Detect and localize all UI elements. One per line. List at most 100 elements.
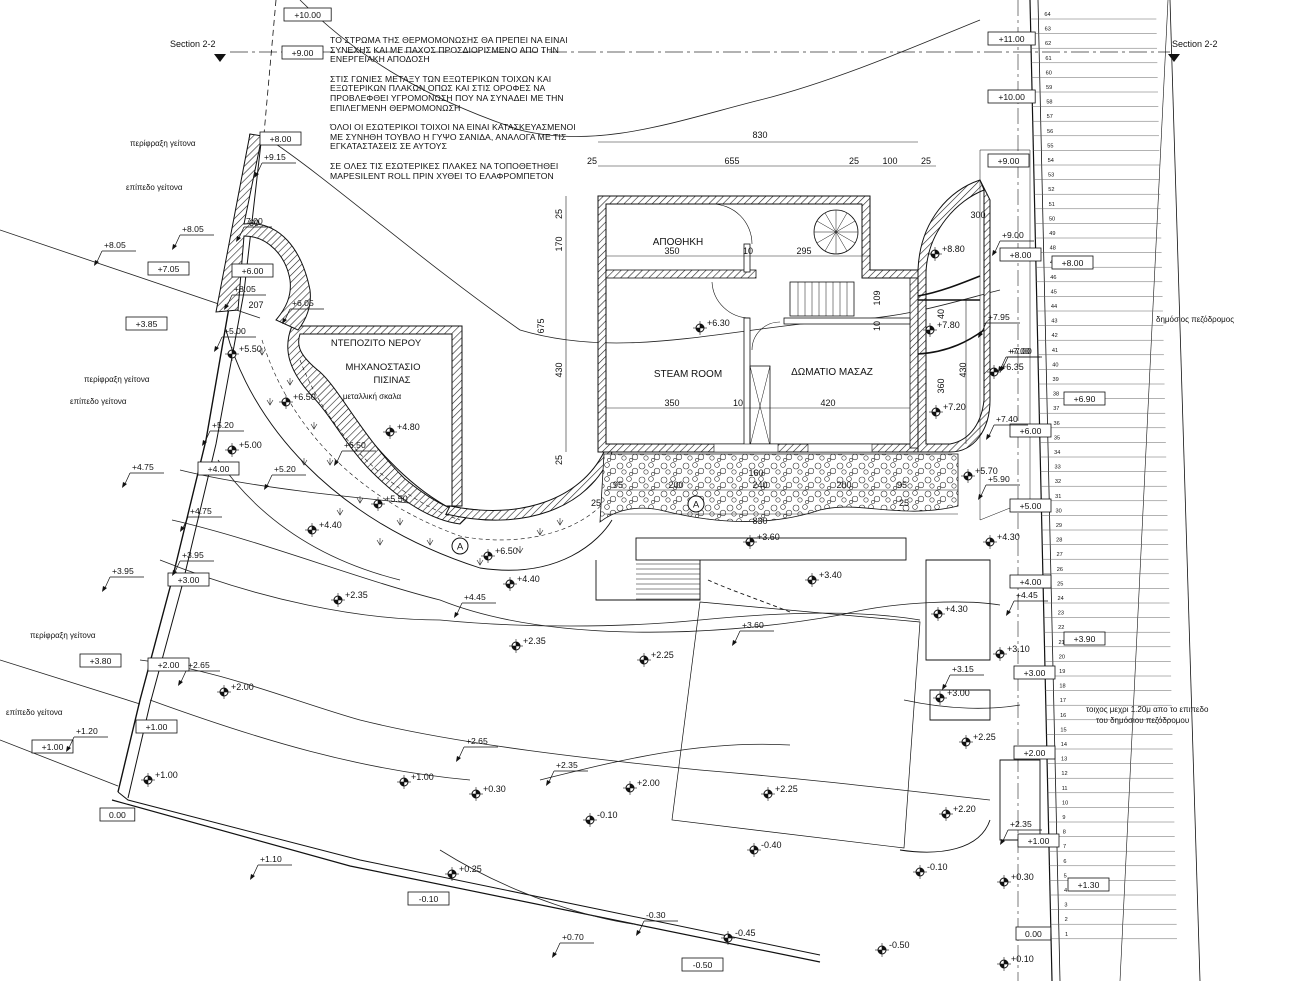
stair-number: 36 — [1054, 421, 1060, 427]
level-box — [1067, 877, 1110, 892]
dimension-d430: 430 — [554, 362, 564, 377]
dimension-d295: 295 — [796, 246, 811, 256]
spot-level-label: +8.80 — [942, 244, 965, 254]
contour-level-marker: +4.45 — [1006, 590, 1048, 616]
contour-level-marker: +2.65 — [456, 736, 498, 762]
contour-level-marker: +5.20 — [202, 420, 244, 446]
contour-level-marker: +2.35 — [546, 760, 588, 786]
contour-level-label: +8.05 — [234, 284, 256, 294]
section-label-left: Section 2-2 — [170, 39, 216, 49]
contour-level-marker: +4.45 — [454, 592, 496, 618]
stair-number: 8 — [1063, 830, 1066, 836]
spot-level-label: +4.30 — [997, 532, 1020, 542]
level-box-label: +6.90 — [1074, 394, 1096, 404]
level-box-label: +2.00 — [1024, 748, 1046, 758]
stair-number: 13 — [1061, 757, 1067, 763]
spot-level-label: +2.25 — [775, 784, 798, 794]
level-box-label: +6.00 — [1020, 426, 1042, 436]
spot-level-marker: +5.70 — [961, 466, 998, 483]
spot-level-marker: +7.80 — [923, 320, 960, 337]
level-box-label: -0.10 — [419, 894, 439, 904]
stair-number: 45 — [1051, 289, 1057, 295]
dimension-d25a: 25 — [587, 156, 597, 166]
section-marker-label: A — [457, 542, 464, 553]
level-box-label: +4.00 — [1020, 577, 1042, 587]
stair-number: 41 — [1052, 348, 1058, 354]
contour-level-label: +6.05 — [292, 298, 314, 308]
spot-level-label: +5.50 — [239, 344, 262, 354]
plant-symbol — [396, 518, 404, 526]
spot-level-label: +4.80 — [397, 422, 420, 432]
spot-level-label: +3.00 — [947, 688, 970, 698]
stair-number: 9 — [1062, 815, 1065, 821]
stair-number: 19 — [1059, 669, 1065, 675]
dimension-d200b: 200 — [836, 480, 851, 490]
contour-level-label: +4.45 — [1016, 590, 1038, 600]
level-box — [987, 89, 1036, 104]
section-marker: A — [451, 537, 469, 555]
plant-symbol — [326, 458, 334, 466]
stair-number: 24 — [1057, 596, 1063, 602]
level-box — [1013, 665, 1056, 680]
spiral-tread — [835, 220, 856, 233]
pool-machine-room — [287, 325, 613, 525]
spot-level-marker: +2.00 — [217, 682, 254, 699]
level-box-label: +1.00 — [42, 742, 64, 752]
plant-symbol — [516, 546, 524, 554]
contour-level-marker: +3.15 — [942, 664, 984, 690]
contour-level-label: +6.50 — [344, 440, 366, 450]
contour-level-marker: +6.05 — [282, 298, 324, 324]
contour-level-label: +2.65 — [466, 736, 488, 746]
level-box — [231, 263, 274, 278]
stair-number: 56 — [1047, 129, 1053, 135]
stair-number: 63 — [1045, 27, 1051, 33]
contour-level-label: 7.00 — [246, 216, 263, 226]
contour-level-label: +7.00 — [1010, 346, 1032, 356]
plant-symbol — [310, 422, 318, 430]
stair-number: 28 — [1056, 538, 1062, 544]
spot-level-label: +3.60 — [757, 532, 780, 542]
dimension-d200a: 200 — [668, 480, 683, 490]
level-box — [1013, 745, 1056, 760]
stair-number: 42 — [1052, 333, 1058, 339]
contour-level-marker: +5.20 — [264, 464, 306, 490]
contour-level-label: +1.20 — [76, 726, 98, 736]
contour-level-label: +2.35 — [556, 760, 578, 770]
stair-number: 57 — [1047, 114, 1053, 120]
dimension-d25d: 25 — [591, 498, 601, 508]
dimension-d830: 830 — [752, 130, 767, 140]
stair-number: 55 — [1047, 143, 1053, 149]
level-box — [1009, 423, 1052, 438]
contour-level-label: -0.30 — [646, 910, 666, 920]
level-box — [167, 572, 210, 587]
dimension-d109: 109 — [872, 290, 882, 305]
plant-symbol — [376, 538, 384, 546]
stair-number: 62 — [1045, 41, 1051, 47]
spot-level-marker: -0.10 — [913, 862, 948, 879]
dimension-d40: 40 — [936, 309, 946, 319]
spot-level-marker: +2.25 — [761, 784, 798, 801]
stair-number: 61 — [1045, 56, 1051, 62]
plant-symbol — [356, 496, 364, 504]
stair-number: 29 — [1056, 523, 1062, 529]
upper-left-curved-wall — [215, 133, 311, 331]
plant-symbol — [536, 528, 544, 536]
stair-number: 25 — [1057, 581, 1063, 587]
plant-symbol — [300, 458, 308, 466]
contour-lines — [0, 0, 1021, 926]
level-box — [987, 31, 1036, 46]
level-box-label: +8.00 — [270, 134, 292, 144]
stair-number: 2 — [1065, 917, 1068, 923]
spot-level-label: +1.00 — [411, 772, 434, 782]
stair-number: 3 — [1064, 903, 1067, 909]
spot-level-label: +2.00 — [231, 682, 254, 692]
spot-level-label: +5.70 — [975, 466, 998, 476]
label-wall-note-1: τοιχος μεχρι 1.20μ απο το επιπεδο — [1086, 705, 1209, 714]
contour-level-marker: +8.05 — [94, 240, 136, 266]
spiral-tread — [835, 212, 848, 233]
spot-level-marker: +2.00 — [623, 778, 660, 795]
dimension-d160: 160 — [748, 468, 763, 478]
stair-number: 54 — [1048, 158, 1054, 164]
spot-level-label: +4.30 — [945, 604, 968, 614]
spot-level-marker: +6.35 — [987, 362, 1024, 379]
